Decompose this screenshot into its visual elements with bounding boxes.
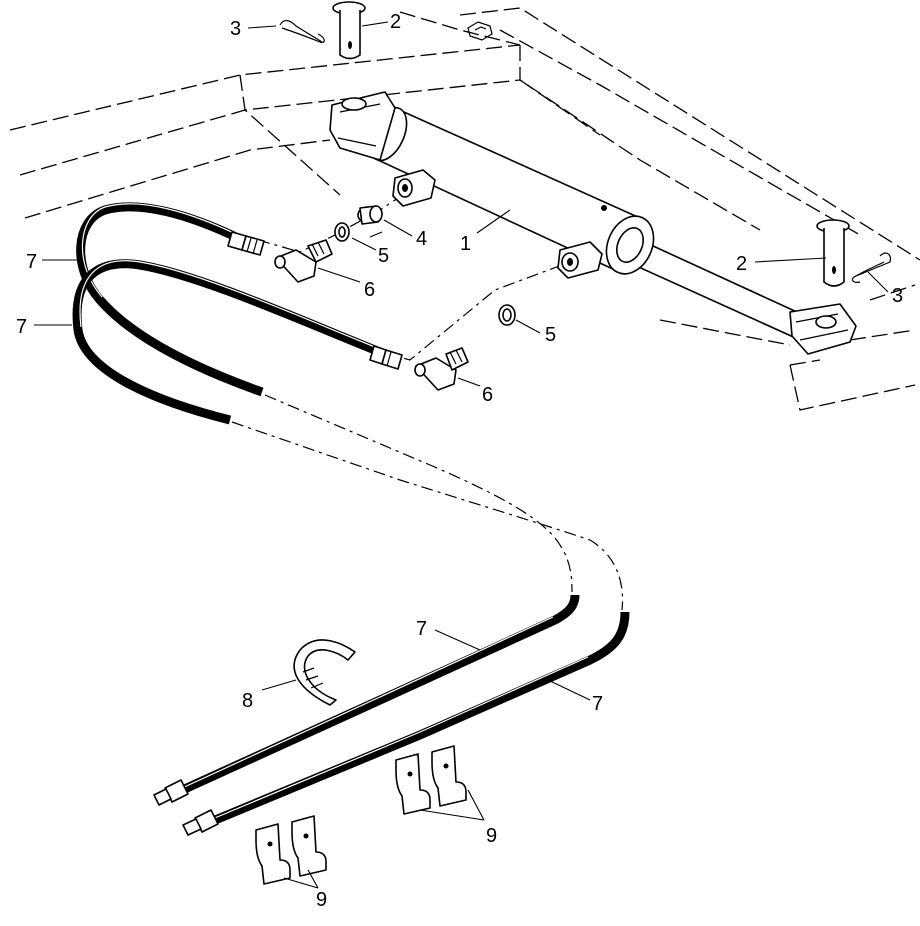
callout-7: 7 xyxy=(592,693,603,715)
hairpin-clip-top xyxy=(279,20,325,43)
hydraulic-cylinder xyxy=(329,91,857,355)
callout-5: 5 xyxy=(378,245,389,267)
callout-6: 6 xyxy=(482,384,493,406)
elbow-fitting-upper xyxy=(274,239,333,283)
clevis-pin-right xyxy=(816,219,850,287)
clevis-pin-top xyxy=(332,1,366,60)
callout-5: 5 xyxy=(545,324,556,346)
bushing xyxy=(357,205,383,225)
hose-clamp-pair-right xyxy=(395,745,467,815)
hydraulic-hose-upper xyxy=(76,202,264,397)
leader-lines xyxy=(34,21,889,889)
o-ring-upper xyxy=(334,222,350,242)
callout-2: 2 xyxy=(390,11,401,33)
frame-outline xyxy=(9,7,920,411)
callout-2: 2 xyxy=(736,253,747,275)
hose-clamp-strap xyxy=(293,639,356,706)
hydraulic-hose-front-a xyxy=(176,594,580,797)
hydraulic-hose-lower xyxy=(72,259,382,425)
callout-7: 7 xyxy=(16,316,27,338)
hose-clamp-pair-left xyxy=(255,815,327,885)
callout-7: 7 xyxy=(416,618,427,640)
callout-8: 8 xyxy=(242,690,253,712)
hose-end-fitting-front-b xyxy=(182,809,219,836)
callout-6: 6 xyxy=(364,279,375,301)
callout-1: 1 xyxy=(460,233,471,255)
elbow-fitting-lower xyxy=(414,347,469,391)
callout-4: 4 xyxy=(416,228,427,250)
hose-fitting-lower xyxy=(369,345,403,370)
callout-3: 3 xyxy=(230,18,241,40)
callout-3: 3 xyxy=(892,285,903,307)
frame-nut-icon xyxy=(467,21,493,41)
callout-7: 7 xyxy=(26,251,37,273)
o-ring-lower xyxy=(498,304,516,326)
hose-end-fitting-front-a xyxy=(153,779,189,806)
callout-9: 9 xyxy=(316,889,327,911)
callout-labels: 3 2 1 4 5 6 5 6 2 3 7 7 7 7 8 9 9 xyxy=(16,11,903,911)
callout-9: 9 xyxy=(486,825,497,847)
hose-fitting-upper xyxy=(227,231,265,256)
hairpin-clip-right xyxy=(851,252,891,283)
hydraulic-hose-front-b xyxy=(206,611,630,828)
